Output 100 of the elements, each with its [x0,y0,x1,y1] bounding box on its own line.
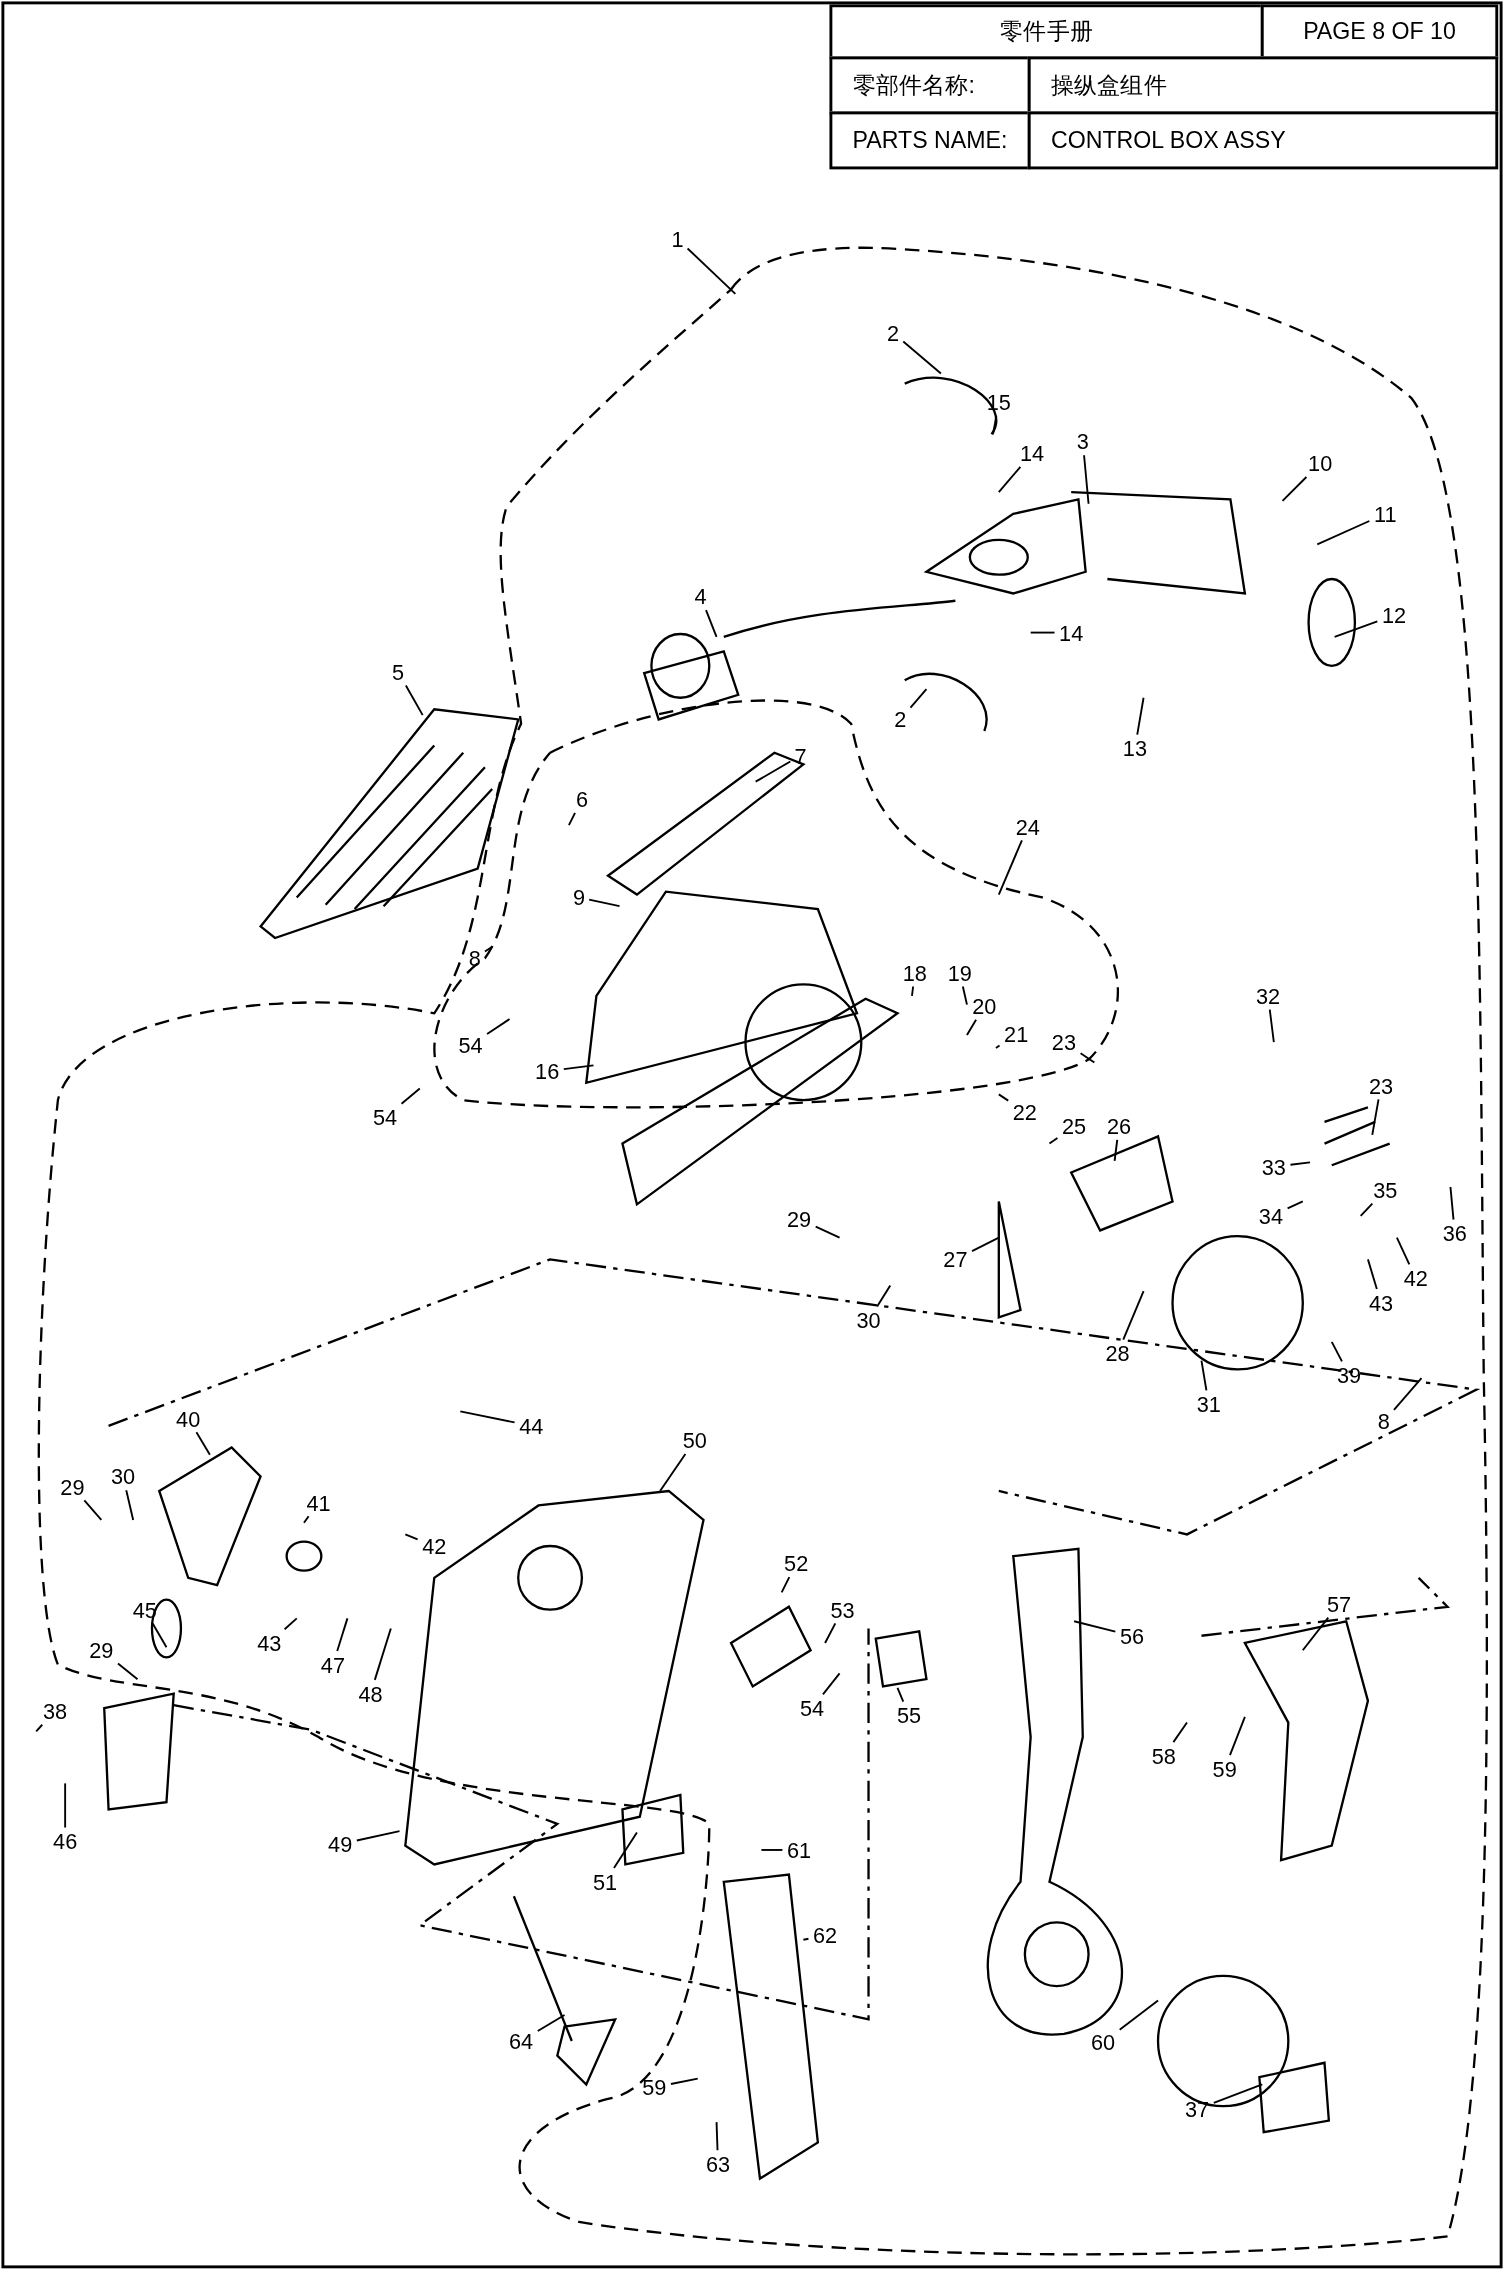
callout-number: 2 [892,707,908,732]
callout-number: 50 [681,1428,709,1453]
callout-number: 49 [326,1831,354,1857]
leader-line [971,1236,1000,1252]
leader-line [151,1622,168,1649]
callout-number: 40 [174,1406,202,1431]
leader-line [562,1064,595,1071]
callout-number: 57 [1325,1591,1353,1617]
field-value: CONTROL BOX ASSY [1027,111,1499,170]
callout-number: 46 [51,1829,79,1854]
leader-line [686,247,737,295]
callout-number: 6 [574,786,590,812]
leader-line [911,985,915,997]
callout-number: 48 [357,1681,385,1706]
leader-line [117,1662,139,1681]
callout-number: 19 [946,960,974,986]
callout-number: 56 [1118,1623,1146,1649]
callout-number: 51 [591,1869,619,1895]
callout-number: 55 [895,1703,923,1728]
callout-number: 27 [941,1247,969,1272]
callout-number: 64 [507,2028,535,2054]
leader-line [802,1937,810,1941]
leader-line [486,1018,511,1035]
callout-number: 9 [571,885,587,910]
leader-line [125,1489,135,1521]
leader-line [659,1453,687,1492]
callout-number: 3 [1075,429,1091,454]
leader-line [780,1576,791,1594]
callout-number: 23 [1050,1029,1078,1055]
leader-line [896,1686,905,1703]
leader-line [1268,1008,1275,1044]
leader-line [613,1831,638,1869]
leader-line [283,1617,298,1631]
leader-line [1113,1139,1119,1162]
callout-number: 29 [87,1637,115,1663]
callout-number: 41 [304,1490,332,1515]
callout-number: 59 [1211,1756,1239,1782]
callout-number: 29 [58,1474,86,1499]
leader-line [1212,2083,1264,2104]
leader-line [567,811,576,827]
callout-number: 11 [1372,501,1399,527]
leader-line [1330,1340,1343,1363]
callout-number: 7 [793,743,808,768]
leader-line [992,415,998,436]
callout-number: 10 [1306,450,1334,476]
leader-line [1118,1999,1159,2031]
leader-line [1122,1290,1145,1341]
callout-number: 38 [41,1698,69,1724]
leader-line [35,1723,44,1733]
callout-number: 13 [1121,736,1149,761]
leader-line [588,898,621,908]
callout-number: 54 [371,1105,399,1130]
leader-line [1395,1236,1411,1266]
callout-number: 8 [467,945,483,971]
callout-number: 25 [1060,1113,1088,1139]
callout-number: 35 [1371,1177,1399,1203]
callout-number: 30 [855,1307,883,1333]
leader-line [459,1410,516,1424]
callout-number: 59 [640,2075,668,2100]
leader-line [961,985,968,1006]
callout-number: 43 [255,1630,283,1656]
leader-line [997,1093,1010,1102]
leader-line [404,1533,419,1541]
leader-line [1281,476,1308,502]
callout-number: 32 [1254,983,1282,1009]
callout-number: 36 [1441,1221,1469,1246]
leader-line [336,1617,349,1652]
leader-line [1029,631,1056,634]
callout-number: 26 [1105,1113,1133,1139]
leader-line [997,839,1023,896]
leader-line [64,1782,67,1829]
callout-number: 63 [704,2151,732,2177]
leader-line [1048,1137,1059,1145]
leader-line [1359,1202,1374,1217]
callout-number: 24 [1014,814,1042,839]
leader-line [1367,1258,1378,1290]
callout-number: 22 [1011,1099,1039,1124]
leader-line [876,1284,892,1308]
leader-line [902,340,942,375]
callout-number: 14 [1057,620,1085,645]
leader-line [1073,1620,1117,1633]
leader-line [994,1044,1001,1049]
leader-line [303,1515,310,1524]
callout-number: 12 [1380,602,1408,628]
leader-line [484,945,494,953]
callout-number: 33 [1260,1154,1288,1180]
leader-line [715,2121,719,2152]
callout-number: 15 [985,390,1013,415]
leader-line [909,688,928,709]
callout-number: 21 [1002,1021,1030,1046]
leader-line [1172,1721,1188,1744]
leader-line [754,760,792,783]
leader-line [373,1627,392,1681]
callout-number: 14 [1018,440,1046,466]
callout-number: 2 [885,320,901,346]
leader-line [355,1830,401,1842]
leader-line [1286,1200,1304,1210]
callout-number: 30 [109,1464,137,1489]
callout-number: 28 [1104,1341,1132,1366]
leader-line [997,465,1022,494]
